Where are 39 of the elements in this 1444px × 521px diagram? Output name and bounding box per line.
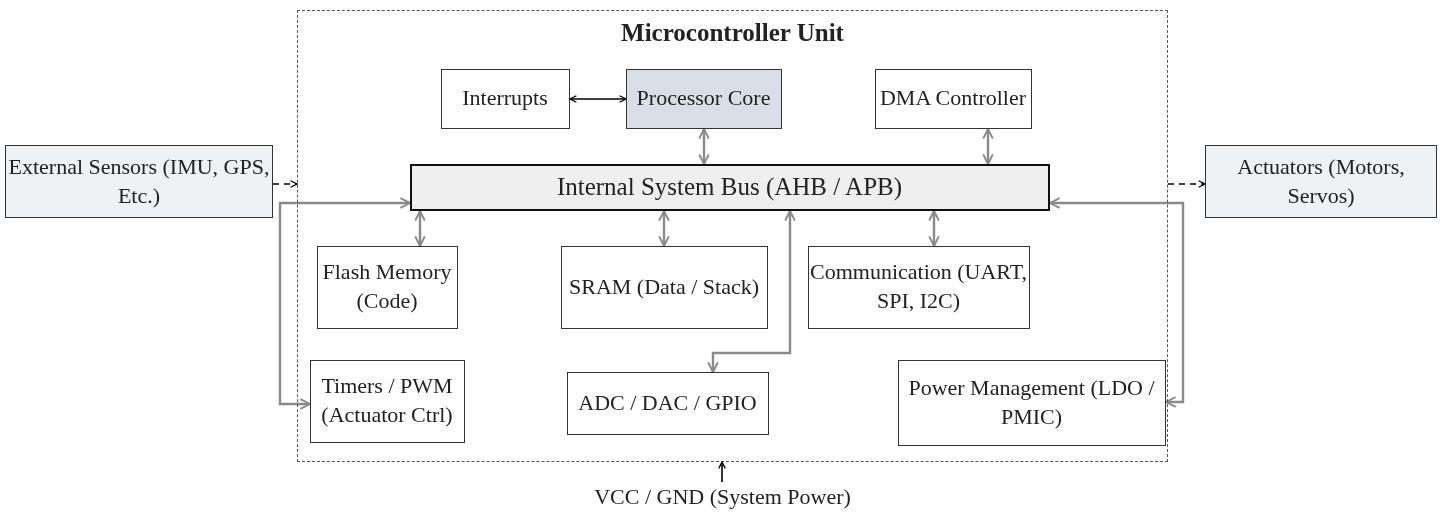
connector-arrow (698, 128, 710, 165)
block-box (874, 68, 1032, 129)
connector-arrow (414, 210, 426, 247)
connector-arrow (707, 210, 796, 373)
connector-arrow (718, 461, 726, 483)
block-label: Actuators (Motors, Servos) (1236, 152, 1406, 210)
block-label: Flash Memory (Code) (321, 258, 453, 315)
block-label: External Sensors (IMU, GPS, Etc.) (7, 152, 271, 210)
block-box (897, 359, 1166, 446)
block-box (560, 245, 768, 329)
bus-bar (409, 163, 1050, 211)
block-label: Interrupts (462, 84, 548, 113)
block-label: Power Management (LDO / PMIC) (907, 373, 1156, 431)
block-label: Communication (UART, SPI, I2C) (809, 258, 1028, 315)
block-label: Timers / PWM (Actuator Ctrl) (320, 372, 454, 429)
connector-arrow (272, 180, 298, 188)
connector-arrow (658, 210, 670, 247)
block-label: Processor Core (636, 84, 771, 113)
external-box (1205, 145, 1437, 218)
container-title: Microcontroller Unit (621, 18, 844, 48)
block-box (440, 68, 570, 129)
block-label: VCC / GND (System Power) (594, 482, 851, 511)
external-box (5, 145, 273, 218)
block-label: Internal System Bus (AHB / APB) (556, 171, 903, 203)
core-box (625, 68, 782, 129)
dashed-boundary (297, 10, 1168, 462)
connector-arrow (928, 210, 940, 247)
connector-arrow (1167, 180, 1206, 188)
block-box (807, 245, 1030, 329)
block-label: DMA Controller (879, 84, 1027, 113)
block-label: ADC / DAC / GPIO (578, 388, 757, 417)
block-box (309, 359, 465, 443)
connector-arrow (1049, 197, 1185, 408)
connector-arrow (569, 95, 627, 103)
block-label: SRAM (Data / Stack) (569, 272, 759, 301)
block-box (316, 245, 458, 329)
connector-arrow (278, 197, 411, 410)
block-box (566, 371, 769, 435)
connector-arrow (982, 128, 994, 165)
